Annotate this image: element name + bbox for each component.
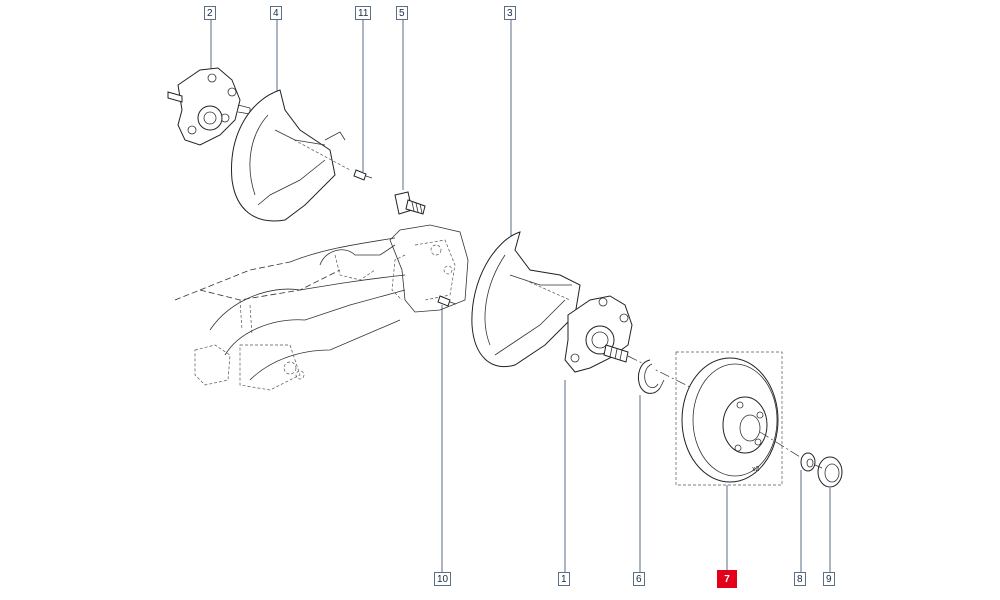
backing-plate-lower [471, 231, 581, 367]
callout-7-selected[interactable]: 7 [717, 570, 737, 588]
callout-3[interactable]: 3 [504, 6, 516, 20]
backing-plate-upper [231, 89, 351, 222]
callout-8[interactable]: 8 [794, 572, 806, 586]
callout-9[interactable]: 9 [823, 572, 835, 586]
circlip [637, 359, 665, 394]
callout-2[interactable]: 2 [204, 6, 216, 20]
screw-small [353, 169, 373, 181]
stub-axle-carrier-upper [167, 67, 251, 146]
callout-5[interactable]: 5 [396, 6, 408, 20]
hub-nut [800, 452, 816, 472]
callout-1[interactable]: 1 [558, 572, 570, 586]
callout-6[interactable]: 6 [633, 572, 645, 586]
hub-cap [814, 456, 843, 488]
screw-lower [437, 295, 457, 307]
callout-4[interactable]: 4 [270, 6, 282, 20]
leader-lines [210, 20, 831, 572]
quantity-note: x2 [752, 466, 760, 473]
callout-10[interactable]: 10 [434, 572, 452, 586]
bolt [394, 191, 426, 215]
rear-axle-beam [174, 224, 469, 391]
brake-disc [675, 351, 806, 486]
callout-11[interactable]: 11 [355, 6, 372, 20]
stub-axle-carrier-lower [564, 295, 701, 393]
